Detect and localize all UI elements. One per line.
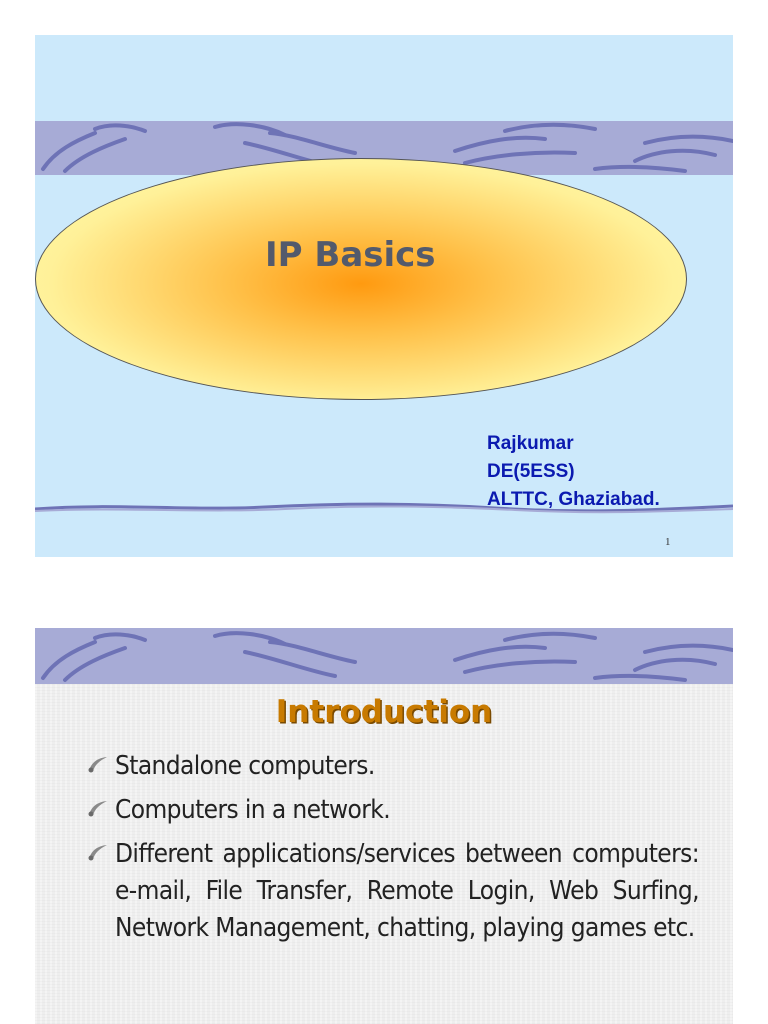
swirl-pattern-icon (41, 631, 733, 682)
slide-title: IP Basics (265, 235, 436, 275)
list-item: Computers in a network. (87, 792, 699, 829)
author-name: Rajkumar (487, 433, 574, 454)
slide-background (35, 684, 733, 1024)
author-designation: DE(5ESS) (487, 461, 575, 482)
decorative-band (35, 628, 733, 684)
swoosh-bullet-icon (88, 757, 107, 773)
bullet-list: Standalone computers. Computers in a net… (87, 748, 700, 954)
list-item: Standalone computers. (87, 748, 699, 785)
page-number: 1 (665, 536, 671, 548)
slide-title: Introduction (275, 694, 493, 730)
author-block: Rajkumar DE(5ESS) ALTTC, Ghaziabad. (487, 430, 660, 514)
author-organization: ALTTC, Ghaziabad. (487, 489, 660, 510)
introduction-slide: Introduction Standalone computers. Compu… (35, 628, 733, 1024)
title-slide: IP Basics Rajkumar DE(5ESS) ALTTC, Ghazi… (35, 35, 733, 557)
list-item: Different applications/services between … (87, 836, 700, 947)
swoosh-bullet-icon (88, 845, 107, 861)
bullet-text: Standalone computers. (115, 751, 375, 781)
bullet-text: Different applications/services between … (115, 839, 700, 943)
bullet-text: Computers in a network. (115, 795, 391, 825)
wave-line-icon (35, 502, 733, 514)
swirl-pattern-icon (41, 122, 733, 173)
swoosh-bullet-icon (88, 801, 107, 817)
title-ellipse (35, 158, 687, 400)
